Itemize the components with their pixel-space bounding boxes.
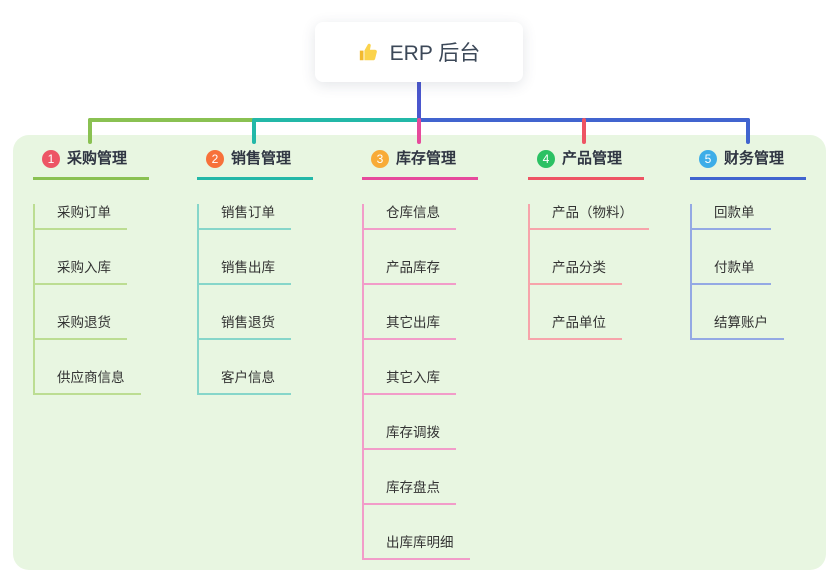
node-other-inbound[interactable]: 其它入库 xyxy=(364,369,456,395)
badge-number-2: 2 xyxy=(206,149,224,168)
node-stock-transfer[interactable]: 库存调拨 xyxy=(364,424,456,450)
branch-node-finance[interactable]: 5 财务管理 xyxy=(690,148,807,180)
node-sales-outbound[interactable]: 销售出库 xyxy=(199,259,291,285)
connector-horizontal-sales xyxy=(252,118,421,122)
node-product-material[interactable]: 产品（物料） xyxy=(530,204,649,230)
badge-number-4: 4 xyxy=(537,149,555,168)
node-other-outbound[interactable]: 其它出库 xyxy=(364,314,456,340)
connector-drop-sales xyxy=(252,118,256,144)
branch-node-sales[interactable]: 2 销售管理 xyxy=(197,148,314,180)
node-outbound-detail[interactable]: 出库库明细 xyxy=(364,534,470,560)
thumbs-up-icon xyxy=(358,41,380,63)
branch-node-product[interactable]: 4 产品管理 xyxy=(528,148,645,180)
branch-sales-management: 2 销售管理 销售订单 销售出库 销售退货 客户信息 xyxy=(197,148,314,395)
branch-purchase-management: 1 采购管理 采购订单 采购入库 采购退货 供应商信息 xyxy=(33,148,150,395)
node-sales-order[interactable]: 销售订单 xyxy=(199,204,291,230)
connector-drop-inventory xyxy=(417,118,421,144)
branch-children-sales: 销售订单 销售出库 销售退货 客户信息 xyxy=(197,204,291,395)
root-node-label: ERP 后台 xyxy=(389,42,481,65)
connector-drop-finance xyxy=(746,118,750,144)
branch-node-inventory[interactable]: 3 库存管理 xyxy=(362,148,479,180)
branch-children-inventory: 仓库信息 产品库存 其它出库 其它入库 库存调拨 库存盘点 出库库明细 xyxy=(362,204,470,560)
node-customer-info[interactable]: 客户信息 xyxy=(199,369,291,395)
node-supplier-info[interactable]: 供应商信息 xyxy=(35,369,141,395)
node-sales-return[interactable]: 销售退货 xyxy=(199,314,291,340)
branch-label: 财务管理 xyxy=(724,150,785,167)
connector-drop-purchase xyxy=(88,118,92,144)
node-purchase-return[interactable]: 采购退货 xyxy=(35,314,127,340)
branch-children-product: 产品（物料） 产品分类 产品单位 xyxy=(528,204,649,340)
branch-inventory-management: 3 库存管理 仓库信息 产品库存 其它出库 其它入库 库存调拨 库存盘点 出库库… xyxy=(362,148,479,560)
connector-horizontal-purchase xyxy=(88,118,254,122)
branch-children-finance: 回款单 付款单 结算账户 xyxy=(690,204,784,340)
badge-number-3: 3 xyxy=(371,149,389,168)
node-product-category[interactable]: 产品分类 xyxy=(530,259,622,285)
node-stock-taking[interactable]: 库存盘点 xyxy=(364,479,456,505)
node-purchase-inbound[interactable]: 采购入库 xyxy=(35,259,127,285)
node-purchase-order[interactable]: 采购订单 xyxy=(35,204,127,230)
branch-children-purchase: 采购订单 采购入库 采购退货 供应商信息 xyxy=(33,204,141,395)
branch-label: 库存管理 xyxy=(396,150,457,167)
node-receipt-bill[interactable]: 回款单 xyxy=(692,204,771,230)
branch-label: 销售管理 xyxy=(231,150,292,167)
connector-drop-product xyxy=(582,118,586,144)
connector-trunk-line xyxy=(417,82,421,122)
node-product-stock[interactable]: 产品库存 xyxy=(364,259,456,285)
branch-node-purchase[interactable]: 1 采购管理 xyxy=(33,148,150,180)
node-warehouse-info[interactable]: 仓库信息 xyxy=(364,204,456,230)
root-node-erp-backend[interactable]: ERP 后台 xyxy=(315,22,523,82)
node-product-unit[interactable]: 产品单位 xyxy=(530,314,622,340)
branch-label: 采购管理 xyxy=(67,150,128,167)
badge-number-1: 1 xyxy=(42,149,60,168)
node-payment-bill[interactable]: 付款单 xyxy=(692,259,771,285)
branch-label: 产品管理 xyxy=(562,150,623,167)
badge-number-5: 5 xyxy=(699,149,717,168)
node-settlement-account[interactable]: 结算账户 xyxy=(692,314,784,340)
branch-finance-management: 5 财务管理 回款单 付款单 结算账户 xyxy=(690,148,807,340)
branch-product-management: 4 产品管理 产品（物料） 产品分类 产品单位 xyxy=(528,148,649,340)
